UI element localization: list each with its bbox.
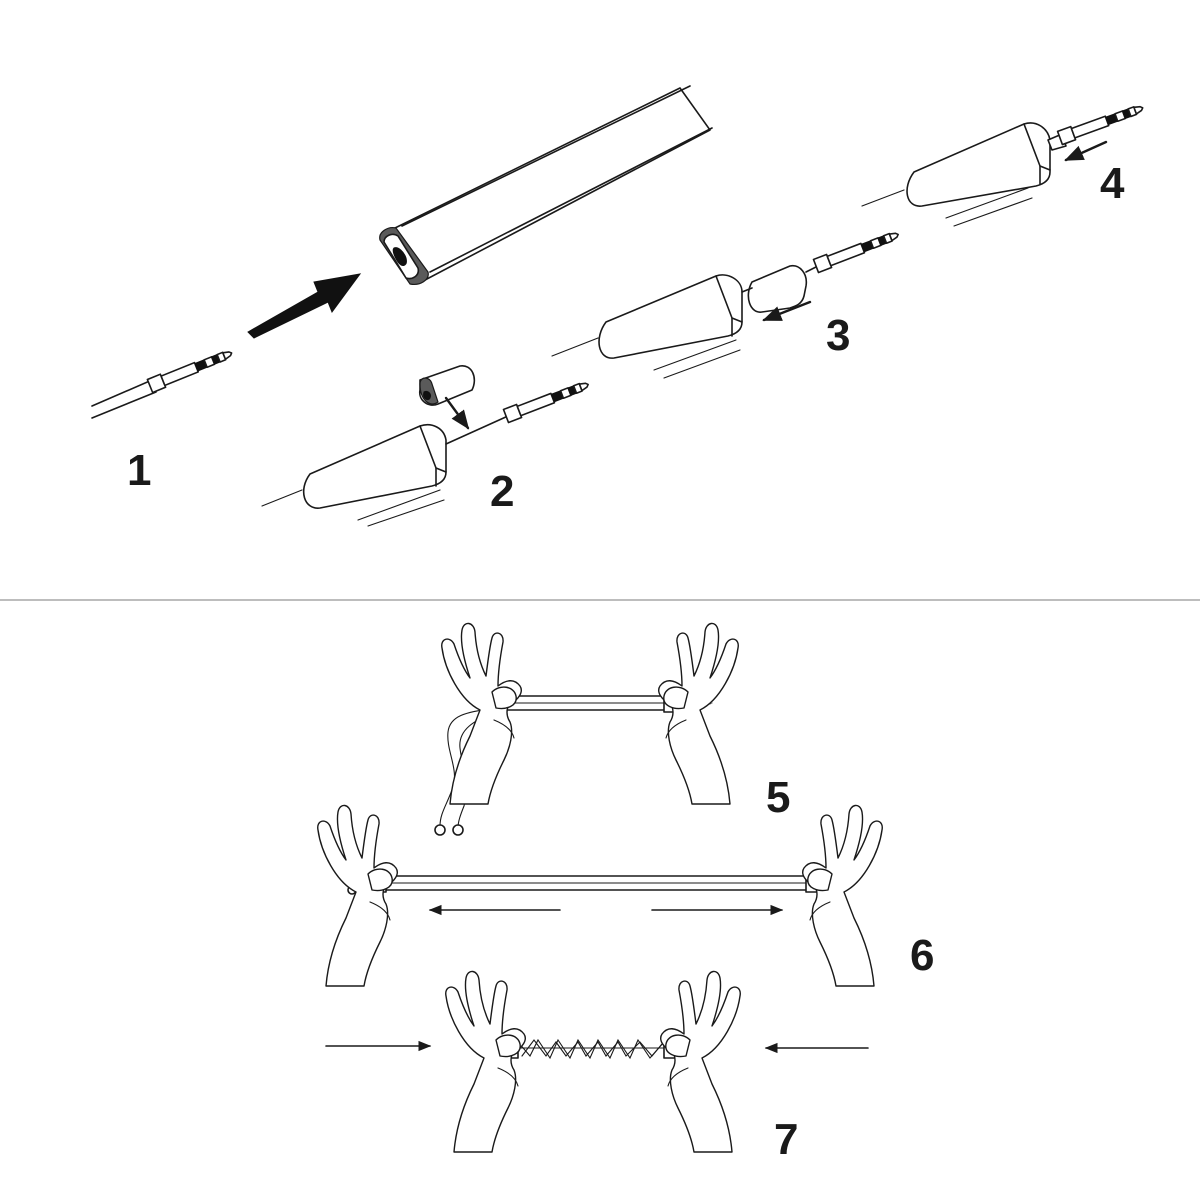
step-number: 3 — [826, 311, 850, 360]
step-7-illustration — [325, 970, 869, 1153]
step-6-illustration — [317, 804, 883, 987]
step-number: 4 — [1100, 159, 1125, 208]
top-panel: 1 2 — [91, 85, 1146, 527]
step-number: 1 — [127, 446, 151, 495]
step-4-illustration — [861, 100, 1146, 227]
step-number: 5 — [766, 773, 790, 822]
bottom-panel: 5 6 — [317, 622, 934, 1164]
step-number: 2 — [490, 467, 514, 516]
step-3-illustration — [551, 227, 902, 379]
step-2-illustration — [261, 365, 592, 527]
step-5-illustration — [434, 622, 738, 836]
step-number: 6 — [910, 931, 934, 980]
step-number: 7 — [774, 1115, 798, 1164]
step-1-illustration — [91, 85, 713, 419]
